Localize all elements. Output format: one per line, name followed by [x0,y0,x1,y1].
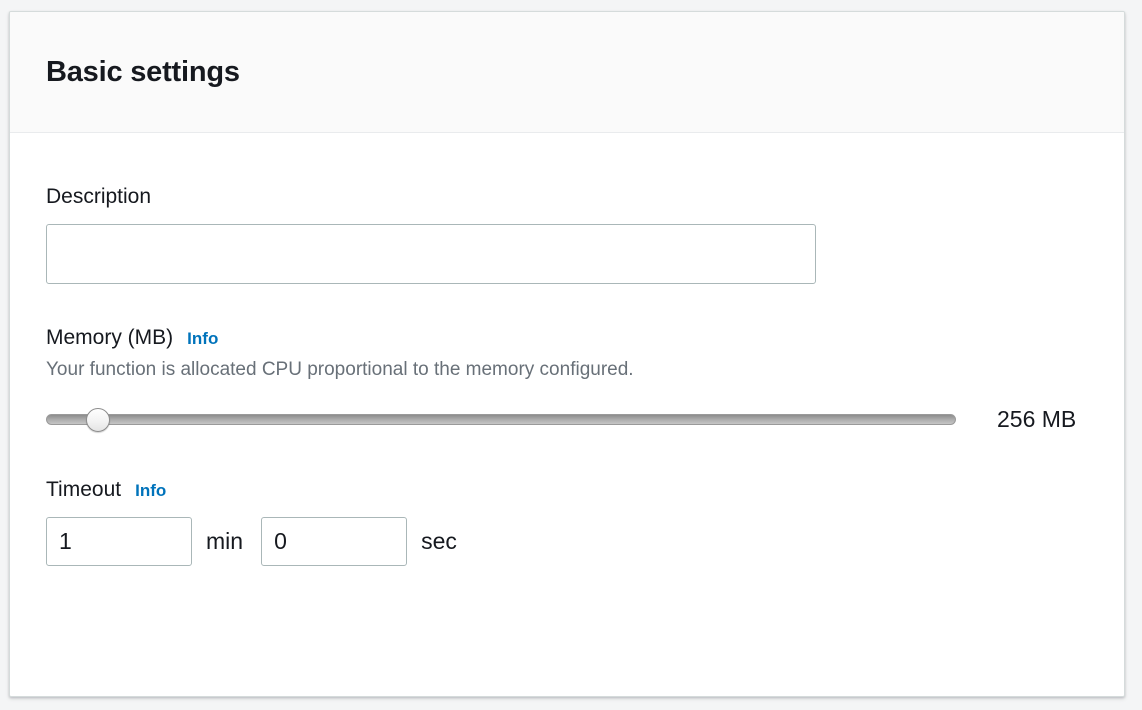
panel-header: Basic settings [10,12,1124,133]
memory-info-link[interactable]: Info [187,329,219,349]
page-title: Basic settings [46,55,240,88]
timeout-field-group: Timeout Info min sec [46,478,1124,567]
memory-label-text: Memory (MB) [46,326,174,350]
panel-body: Description Memory (MB) Info Your functi… [10,133,1124,567]
timeout-seconds-input[interactable] [261,517,408,567]
memory-helper-text: Your function is allocated CPU proportio… [46,359,634,381]
timeout-label: Timeout Info [46,478,1124,501]
timeout-info-link[interactable]: Info [135,480,167,500]
description-label: Description [46,185,1124,208]
timeout-label-text: Timeout [46,477,122,501]
memory-slider[interactable] [46,414,956,426]
timeout-minutes-input[interactable] [46,517,192,567]
memory-label: Memory (MB) Info [46,326,1124,349]
description-label-text: Description [46,185,152,208]
timeout-minutes-unit: min [206,528,244,555]
memory-slider-wrap [46,406,966,434]
basic-settings-panel: Basic settings Description Memory (MB) I… [9,11,1125,697]
memory-field-group: Memory (MB) Info Your function is alloca… [46,326,1124,434]
timeout-seconds-unit: sec [421,528,457,555]
description-input[interactable] [46,224,816,285]
description-field-group: Description [46,185,1124,285]
timeout-inputs-row: min sec [46,517,1124,567]
memory-slider-row: 256 MB [46,406,1124,434]
memory-value-display: 256 MB [997,406,1077,433]
